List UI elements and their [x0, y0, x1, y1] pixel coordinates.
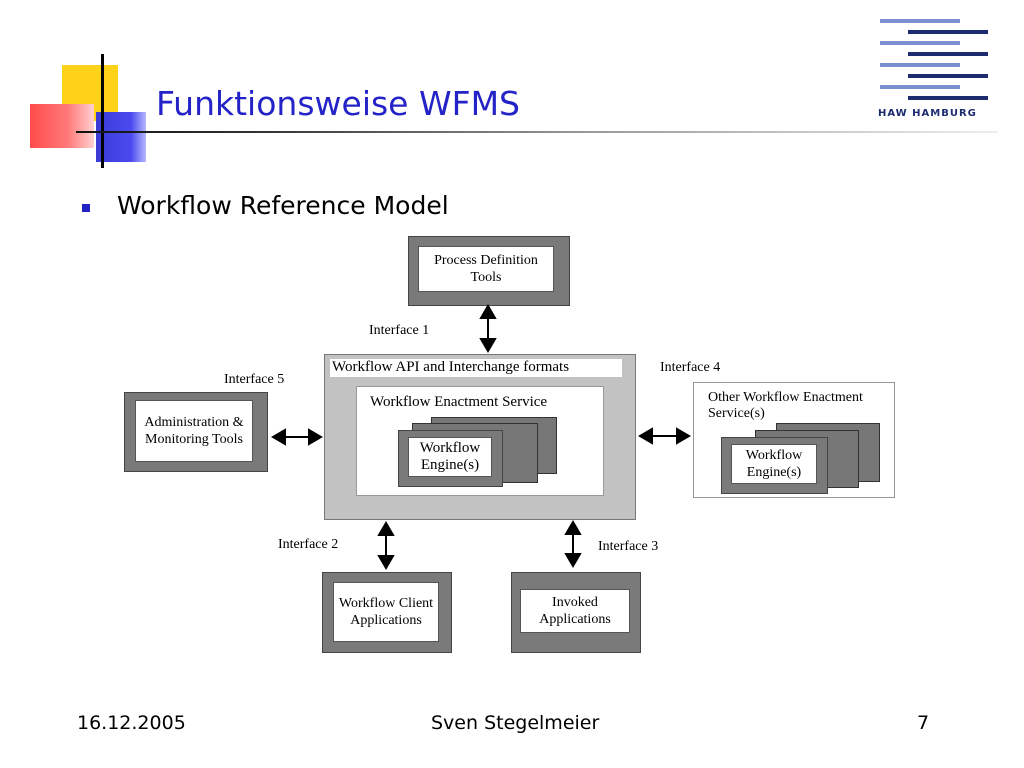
interface-4-label: Interface 4 [660, 360, 721, 375]
api-header: Workflow API and Interchange formats [330, 359, 622, 377]
interface-3-label: Interface 3 [598, 539, 659, 554]
interface-3-arrow-up [564, 520, 582, 535]
workflow-engine-label: Workflow Engine(s) [408, 437, 492, 477]
interface-5-label: Interface 5 [224, 372, 285, 387]
admin-tools-label: Administration & Monitoring Tools [135, 400, 253, 462]
footer-date: 16.12.2005 [77, 712, 186, 734]
decor-blue-square [96, 112, 146, 162]
page-title: Funktionsweise WFMS [156, 84, 520, 123]
decor-vertical-line [101, 54, 104, 168]
logo-text: HAW HAMBURG [878, 108, 977, 119]
interface-1-label: Interface 1 [369, 323, 430, 338]
enactment-service-label: Workflow Enactment Service [370, 394, 548, 410]
interface-1-arrow-down [479, 338, 497, 353]
bullet-marker [82, 204, 90, 212]
interface-5-arrow-left [271, 428, 286, 446]
other-engine-label: Workflow Engine(s) [731, 444, 817, 484]
client-apps-label: Workflow Client Applications [333, 582, 439, 642]
interface-4-arrow-right [676, 427, 691, 445]
other-enactment-label: Other Workflow Enactment Service(s) [708, 390, 863, 421]
bullet-text: Workflow Reference Model [117, 191, 449, 220]
decor-red-square [30, 104, 94, 148]
interface-2-arrow-down [377, 555, 395, 570]
interface-4-arrow-left [638, 427, 653, 445]
interface-2-arrow-up [377, 521, 395, 536]
interface-3-arrow-down [564, 553, 582, 568]
footer-author: Sven Stegelmeier [431, 712, 600, 734]
interface-5-arrow-right [308, 428, 323, 446]
interface-2-label: Interface 2 [278, 537, 339, 552]
process-definition-label: Process Definition Tools [418, 246, 554, 292]
interface-1-arrow-up [479, 304, 497, 319]
footer-page-number: 7 [917, 712, 930, 734]
title-underline [76, 131, 998, 133]
invoked-apps-label: Invoked Applications [520, 589, 630, 633]
